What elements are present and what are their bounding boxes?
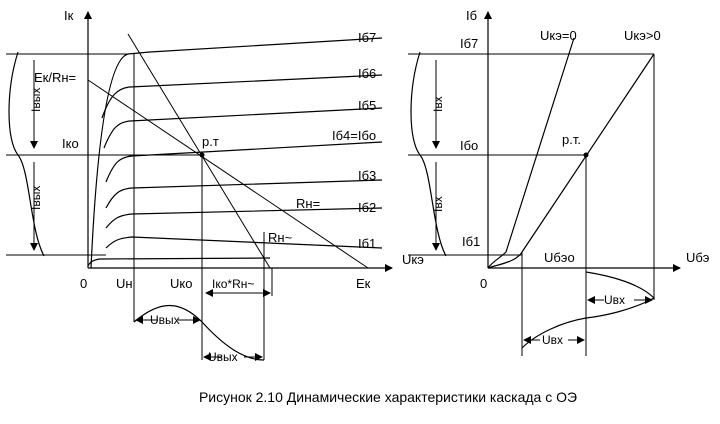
right-y-axis-label: Iб	[466, 8, 477, 23]
curve-label-ib3: Iб3	[358, 168, 376, 183]
curve-label-ib4: Iб4=Iбо	[332, 128, 376, 143]
ubeo-label: Uбэо	[544, 250, 575, 265]
ek-label: Eк	[356, 276, 371, 291]
un-label: Uн	[116, 276, 133, 291]
iin-bottom-label: Iвх	[431, 196, 445, 212]
curve-ib0	[87, 257, 271, 267]
right-x-axis-label: Uбэ	[686, 250, 710, 265]
uke-gt0-label: Uкэ>0	[624, 28, 661, 43]
left-origin-label: 0	[80, 276, 87, 291]
input-curve-uke-gt0	[487, 53, 655, 269]
iout-top-label: Iвых	[29, 88, 43, 112]
figure-caption: Рисунок 2.10 Динамические характеристики…	[199, 389, 577, 405]
curve-label-ib1: Iб1	[358, 236, 376, 251]
iko-label: Iко	[62, 136, 79, 151]
iko-rn-label: Iко*Rн~	[212, 277, 254, 291]
uout1-label: Uвых	[150, 313, 180, 327]
uout-sine	[133, 304, 265, 361]
right-rt-label: р.т.	[562, 132, 581, 147]
uin1-label: Uвх	[604, 293, 625, 307]
curve-ib2	[105, 207, 383, 229]
input-curve-uke0	[487, 37, 575, 269]
iout-bottom-label: Iвых	[29, 186, 43, 210]
uke0-label: Uкэ=0	[540, 28, 577, 43]
curve-ib4	[105, 141, 383, 183]
curve-ib1	[105, 236, 383, 249]
left-y-axis-label: Iк	[64, 8, 74, 23]
ek-rn-label: Eк/Rн=	[34, 70, 76, 85]
right-graph: Iб Uбэ 0 Uкэ=0 Uкэ>0 Iб7 Iбо Iб1 р.т. Uб…	[408, 8, 710, 356]
curve-ib5	[103, 107, 383, 149]
iin-top-label: Iвх	[431, 96, 445, 112]
iin-sine	[410, 51, 447, 257]
left-x-axis-label: Uкэ	[402, 252, 424, 267]
curve-label-ib5: Iб5	[358, 98, 376, 113]
curve-ib7	[90, 37, 383, 269]
rn-dc-label: Rн=	[296, 196, 320, 211]
uin-sine	[521, 271, 655, 349]
curve-ib3	[105, 179, 383, 209]
uin2-label: Uвх	[542, 333, 563, 347]
ib7-label: Iб7	[460, 36, 478, 51]
ibo-label: Iбо	[460, 138, 478, 153]
right-origin-label: 0	[480, 276, 487, 291]
curve-label-ib2: Iб2	[358, 200, 376, 215]
rn-ac-label: Rн~	[268, 230, 293, 245]
curve-ib6	[101, 74, 383, 119]
uout2-label: Uвых	[208, 350, 238, 364]
dc-load-line	[87, 79, 369, 269]
curve-label-ib7: Iб7	[358, 30, 376, 45]
uko-label: Uко	[170, 276, 192, 291]
curve-label-ib6: Iб6	[358, 66, 376, 81]
ac-load-line	[127, 33, 271, 269]
ib1-label: Iб1	[462, 234, 480, 249]
left-rt-label: р.т	[202, 134, 219, 149]
left-graph: Iк Uкэ 0 Iб7 Iб6 Iб5 Iб4=Iбо Iб3 Iб2 Iб1…	[6, 8, 424, 364]
